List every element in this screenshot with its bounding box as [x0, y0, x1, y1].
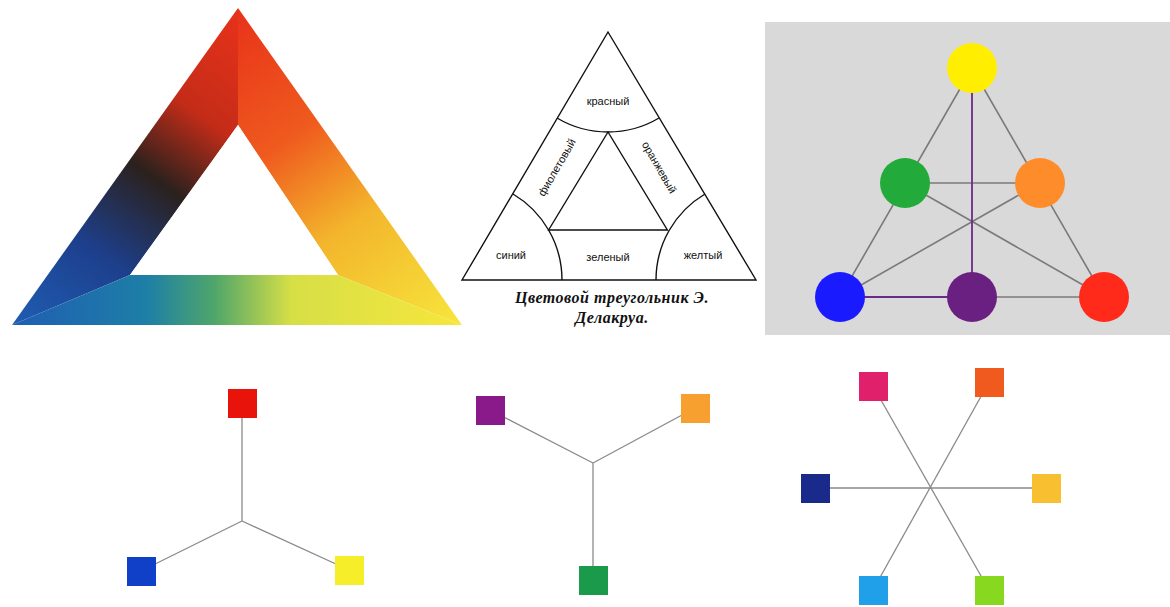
red-square [228, 389, 257, 418]
line [490, 410, 593, 463]
yellow-green-square [975, 576, 1004, 605]
right-arc [656, 194, 705, 280]
yellow-circle [947, 43, 997, 93]
orange-square [681, 394, 710, 423]
purple-line [971, 68, 973, 297]
yellow-orange-square [1032, 474, 1061, 503]
line [840, 183, 1040, 297]
top-arc [557, 118, 659, 132]
yellow-square [335, 556, 364, 585]
region-label: красный [587, 96, 630, 107]
dark-blue-square [801, 474, 830, 503]
primary-star [127, 389, 364, 586]
light-blue-square [859, 576, 888, 605]
magenta-square [859, 372, 888, 401]
region-label: оранжевый [640, 139, 678, 195]
grey-panel [765, 22, 1170, 335]
region-label: фиолетовый [536, 136, 578, 197]
blue-square [127, 557, 156, 586]
region-label: желтый [684, 250, 723, 261]
region-label: зеленый [586, 252, 629, 263]
line [242, 521, 349, 570]
secondary-star [476, 394, 710, 595]
line [592, 463, 593, 580]
line [905, 183, 1104, 297]
blue-circle [815, 272, 865, 322]
watercolor-triangle [12, 8, 462, 325]
green-square [579, 566, 608, 595]
left-arc [513, 194, 562, 280]
red-circle [1079, 272, 1129, 322]
green-circle [880, 158, 930, 208]
line [241, 403, 242, 521]
caption: Цветовой треугольник Э. Делакруа. [502, 288, 722, 328]
region-label: синий [496, 250, 526, 261]
purple-square [476, 396, 505, 425]
connecting-lines [840, 68, 1104, 297]
line [815, 487, 1046, 488]
line [141, 521, 242, 571]
delacroix-triangle [462, 32, 756, 280]
red-orange-square [975, 368, 1004, 397]
purple-circle [947, 272, 997, 322]
outer-triangle [462, 32, 756, 280]
line [873, 382, 989, 590]
inner-hole [130, 125, 338, 275]
bottom-band [12, 275, 462, 325]
orange-circle [1015, 158, 1065, 208]
circle-triangle [765, 22, 1170, 335]
six-color-star [801, 368, 1061, 605]
line [593, 408, 695, 463]
